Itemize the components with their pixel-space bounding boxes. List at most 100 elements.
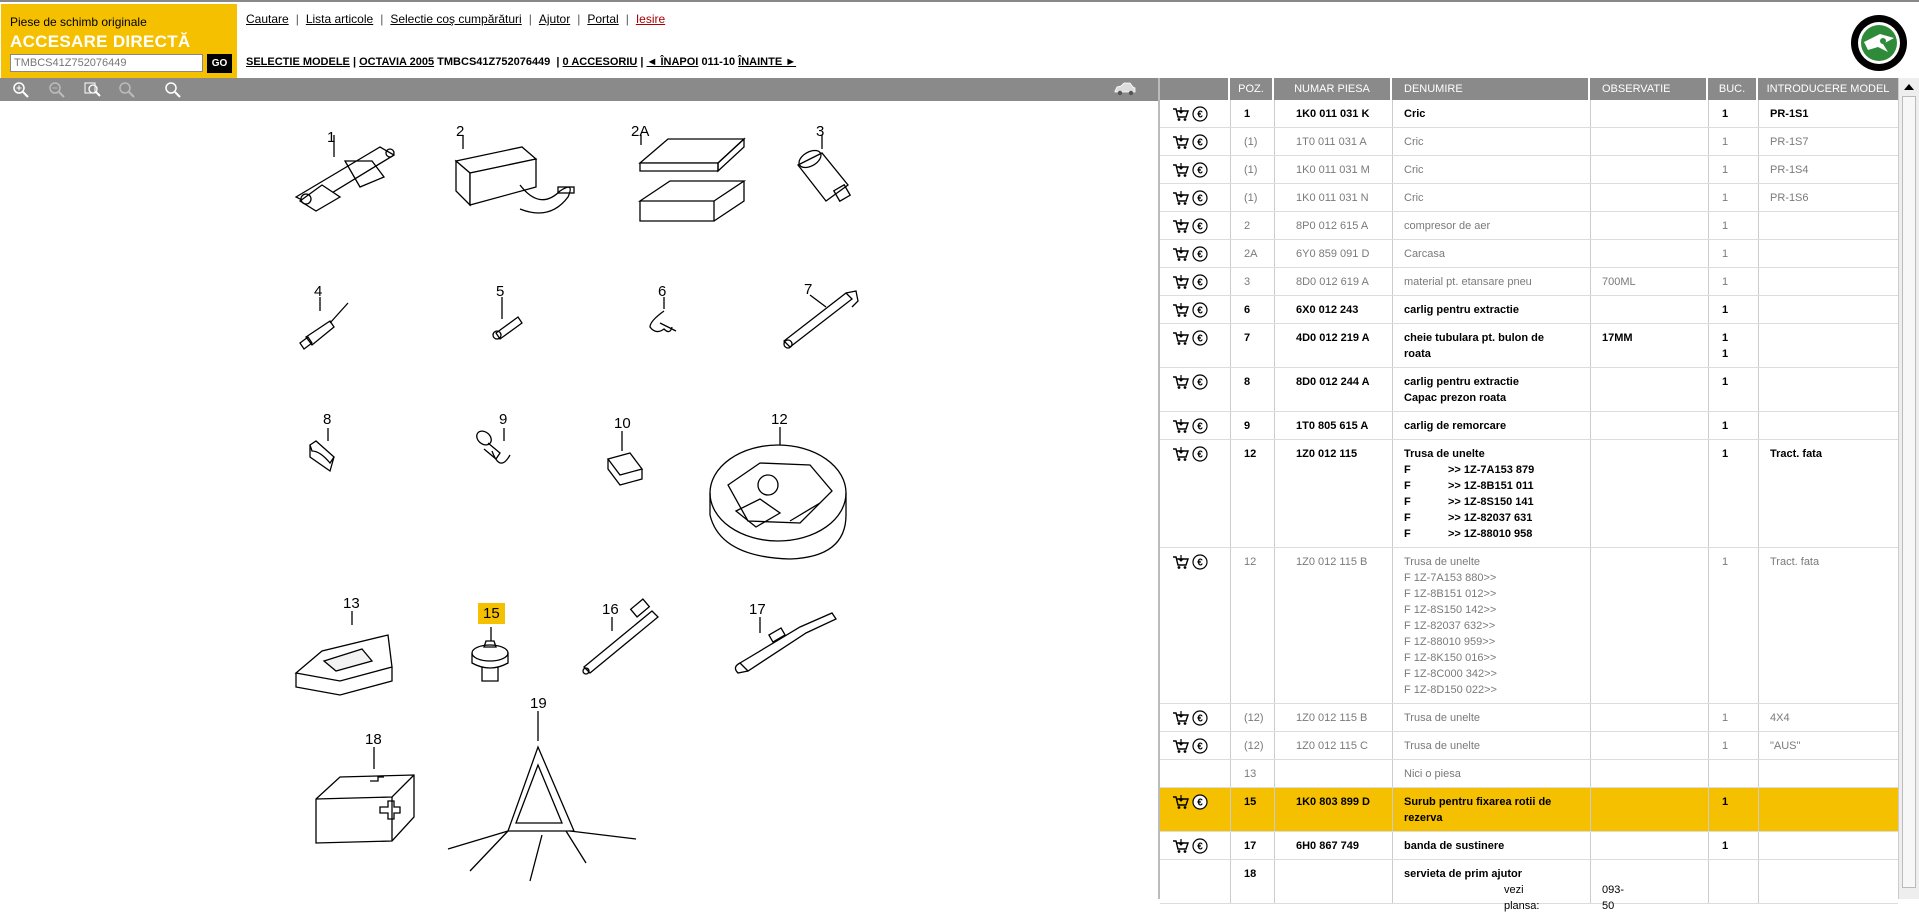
back-link[interactable]: ◄ ÎNAPOI [646,56,699,68]
nav-portal-link[interactable]: Portal [587,12,619,26]
price-euro-icon[interactable]: € [1192,446,1208,462]
row-part-number[interactable]: 1T0 805 615 A [1296,420,1369,432]
price-euro-icon[interactable]: € [1192,274,1208,290]
scroll-up-arrow-icon[interactable] [1901,80,1917,94]
add-to-cart-icon[interactable] [1172,246,1190,262]
col-remarks[interactable]: OBSERVATIE [1590,78,1708,100]
part-5-pin-drawing[interactable] [492,297,523,340]
callout-5[interactable]: 5 [496,283,505,300]
row-part-number[interactable]: 1Z0 012 115 [1296,448,1358,460]
price-euro-icon[interactable]: € [1192,190,1208,206]
callout-16[interactable]: 16 [602,601,619,618]
price-euro-icon[interactable]: € [1192,330,1208,346]
add-to-cart-icon[interactable] [1172,446,1190,462]
row-part-number[interactable]: 6X0 012 243 [1296,304,1359,316]
price-euro-icon[interactable]: € [1192,374,1208,390]
part-8-bracket-drawing[interactable] [309,428,335,473]
col-qty[interactable]: BUC. [1708,78,1758,100]
add-to-cart-icon[interactable] [1172,374,1190,390]
part-18-first-aid-kit-drawing[interactable] [315,747,415,844]
forward-link[interactable]: ÎNAINTE ► [738,56,797,68]
breadcrumb-models-link[interactable]: SELECTIE MODELE [246,56,350,68]
car-icon[interactable] [1114,82,1136,96]
part-9-towing-eye-drawing[interactable] [474,428,511,464]
price-euro-icon[interactable]: € [1192,246,1208,262]
price-euro-icon[interactable]: € [1192,106,1208,122]
add-to-cart-icon[interactable] [1172,554,1190,570]
part-13-foam-insert-drawing[interactable] [294,611,393,696]
part-10-pad-drawing[interactable] [606,431,644,486]
part-16-wrench-drawing[interactable] [582,598,659,675]
part-6-hook-drawing[interactable] [649,297,677,333]
add-to-cart-icon[interactable] [1172,134,1190,150]
add-to-cart-icon[interactable] [1172,162,1190,178]
row-part-number[interactable]: 1Z0 012 115 B [1296,556,1368,568]
breadcrumb-model-link[interactable]: OCTAVIA 2005 [359,56,435,68]
callout-2a[interactable]: 2A [631,123,650,140]
row-part-number[interactable]: 1K0 011 031 M [1296,164,1370,176]
price-euro-icon[interactable]: € [1192,710,1208,726]
row-part-number[interactable]: 8D0 012 244 A [1296,376,1370,388]
callout-15-selected[interactable]: 15 [478,603,505,624]
price-euro-icon[interactable]: € [1192,794,1208,810]
row-part-number[interactable]: 4D0 012 219 A [1296,332,1370,344]
part-1-jack-drawing[interactable] [294,135,396,212]
add-to-cart-icon[interactable] [1172,738,1190,754]
part-2a-housing-drawing[interactable] [637,135,747,222]
add-to-cart-icon[interactable] [1172,274,1190,290]
scroll-thumb[interactable] [1902,96,1916,888]
price-euro-icon[interactable]: € [1192,418,1208,434]
add-to-cart-icon[interactable] [1172,330,1190,346]
zoom-100-icon[interactable] [118,81,136,98]
price-euro-icon[interactable]: € [1192,554,1208,570]
row-part-number[interactable]: 1K0 011 031 K [1296,108,1370,120]
part-2-compressor-drawing[interactable] [454,135,575,214]
magnify-icon[interactable] [164,81,182,98]
nav-article-list-link[interactable]: Lista articole [305,12,374,26]
nav-search-link[interactable]: Cautare [246,12,289,26]
nav-cart-selection-link[interactable]: Selectie coş cumpărături [390,12,522,26]
callout-8[interactable]: 8 [323,411,332,428]
callout-9[interactable]: 9 [499,411,508,428]
row-part-number[interactable]: 1K0 803 899 D [1296,796,1370,808]
callout-10[interactable]: 10 [614,415,631,432]
part-7-wheel-wrench-drawing[interactable] [783,290,859,349]
nav-exit-link[interactable]: Iesire [635,12,666,26]
row-part-number[interactable]: 1Z0 012 115 C [1296,740,1368,752]
part-19-warning-triangle-drawing[interactable] [447,711,637,882]
see-drawing-link[interactable]: 093-50 [1602,884,1625,912]
row-part-number[interactable]: 6Y0 859 091 D [1296,248,1370,260]
price-euro-icon[interactable]: € [1192,738,1208,754]
col-part-number[interactable]: NUMAR PIESA [1274,78,1392,100]
callout-19[interactable]: 19 [530,695,547,712]
callout-6[interactable]: 6 [658,283,667,300]
callout-12[interactable]: 12 [771,411,788,428]
callout-1[interactable]: 1 [327,129,336,146]
part-12-tool-tray-drawing[interactable] [709,427,847,560]
zoom-in-icon[interactable] [12,81,30,98]
callout-3[interactable]: 3 [816,123,825,140]
callout-18[interactable]: 18 [365,731,382,748]
zoom-out-icon[interactable] [48,81,66,98]
callout-13[interactable]: 13 [343,595,360,612]
part-4-screwdriver-drawing[interactable] [299,297,349,350]
add-to-cart-icon[interactable] [1172,794,1190,810]
nav-help-link[interactable]: Ajutor [538,12,571,26]
add-to-cart-icon[interactable] [1172,190,1190,206]
